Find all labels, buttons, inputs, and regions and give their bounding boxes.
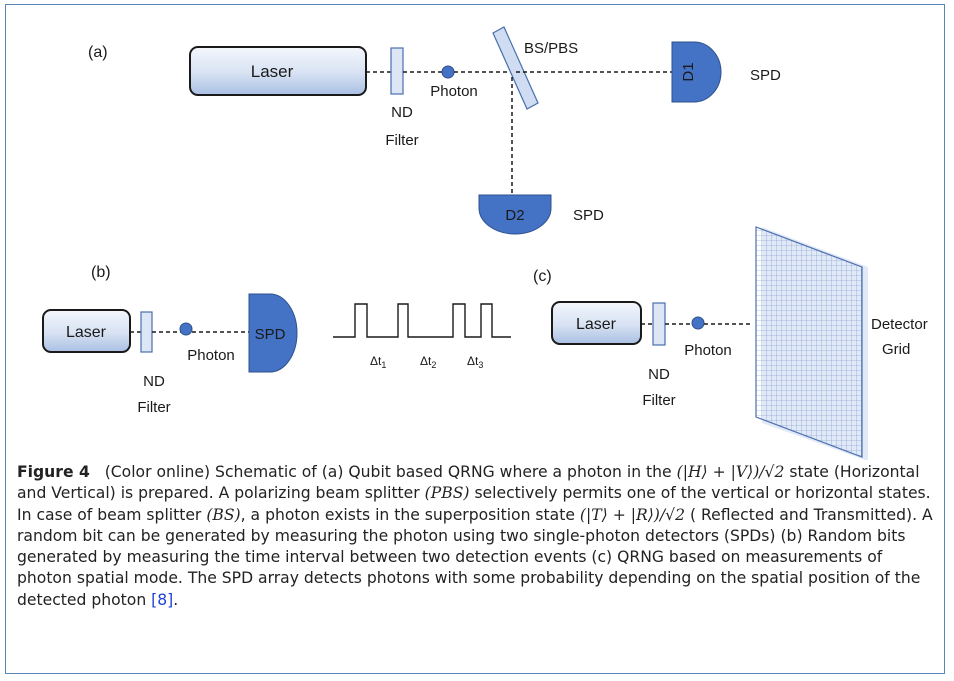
panel-a-filter-label-1: ND	[391, 104, 413, 121]
panel-a-detector-d2: D2	[478, 194, 552, 235]
panel-a-d2-label: D2	[505, 207, 524, 224]
panel-a-detector-d1: D1	[671, 41, 722, 103]
caption-part-5: ( Reflected and Transmitted). A random b…	[17, 505, 933, 609]
panel-a-photon-dot	[441, 65, 455, 79]
caption-pbs: (PBS)	[424, 484, 470, 503]
panel-c-filter-label-1: ND	[648, 366, 670, 383]
caption-part-2: state (Horizontal and Vertical) is prepa…	[17, 463, 920, 503]
panel-c-filter-label-2: Filter	[642, 392, 675, 409]
panel-b-detector: SPD	[248, 293, 298, 373]
panel-b-detector-label: SPD	[255, 326, 286, 343]
panel-b-interval-3: Δt3	[467, 354, 483, 370]
caption-end: .	[173, 590, 179, 609]
panel-c-laser-label: Laser	[576, 316, 617, 333]
panel-a-splitter-label: BS/PBS	[524, 40, 578, 57]
figure-caption: Figure 4 (Color online) Schematic of (a)…	[17, 462, 937, 611]
panel-b-laser: Laser	[42, 309, 131, 353]
figure-number: Figure 4	[17, 463, 90, 481]
panel-a-nd-filter	[390, 47, 404, 95]
panel-c-label: (c)	[533, 268, 552, 285]
figure-frame: (a) Laser ND Filter Photon BS/PBS D1 SPD…	[5, 4, 945, 674]
panel-b-filter-label-1: ND	[143, 373, 165, 390]
panel-b-interval-2: Δt2	[420, 354, 436, 370]
caption-part-3: selectively permits one of the vertical …	[17, 484, 931, 524]
panel-c-grid-label-1: Detector	[871, 316, 928, 333]
panel-b-pulse-train	[333, 303, 511, 338]
panel-b: (b) Laser ND Filter Photon SPD Δt1 Δt2 Δ…	[42, 264, 511, 416]
panel-c-nd-filter	[652, 302, 666, 346]
caption-state-hv: (|H⟩ + |V⟩)/√2	[676, 463, 785, 481]
panel-a-photon-label: Photon	[430, 83, 478, 100]
panel-a-beam-splitter	[492, 26, 539, 110]
panel-a-laser: Laser	[189, 46, 367, 96]
caption-part-4: , a photon exists in the superposition s…	[240, 505, 575, 524]
caption-state-tr: (|T⟩ + |R⟩)/√2	[579, 505, 685, 524]
panel-b-laser-label: Laser	[66, 324, 107, 341]
panel-c-laser: Laser	[551, 301, 642, 345]
panel-c: (c) Laser ND Filter Photon Detector Grid	[533, 226, 928, 460]
panel-b-label: (b)	[91, 264, 111, 281]
panel-a-d1-label: D1	[680, 62, 697, 81]
panel-c-photon-label: Photon	[684, 342, 732, 359]
citation-link[interactable]: [8]	[151, 590, 174, 609]
caption-part-1: (Color online) Schematic of (a) Qubit ba…	[104, 463, 672, 481]
panel-a-filter-label-2: Filter	[385, 132, 418, 149]
panel-b-nd-filter	[140, 311, 153, 353]
panel-a-label: (a)	[88, 44, 108, 61]
panel-b-photon-dot	[179, 322, 193, 336]
panel-b-photon-label: Photon	[187, 347, 235, 364]
panel-a: (a) Laser ND Filter Photon BS/PBS D1 SPD…	[88, 26, 781, 235]
panel-a-d1-type: SPD	[750, 67, 781, 84]
schematic-diagram: (a) Laser ND Filter Photon BS/PBS D1 SPD…	[42, 26, 928, 460]
panel-c-grid-label-2: Grid	[882, 341, 910, 358]
panel-a-laser-label: Laser	[251, 62, 294, 81]
caption-bs: (BS)	[206, 505, 241, 524]
panel-b-interval-1: Δt1	[370, 354, 386, 370]
panel-c-photon-dot	[691, 316, 705, 330]
panel-b-filter-label-2: Filter	[137, 399, 170, 416]
panel-a-d2-type: SPD	[573, 207, 604, 224]
panel-c-detector-grid	[755, 226, 868, 460]
